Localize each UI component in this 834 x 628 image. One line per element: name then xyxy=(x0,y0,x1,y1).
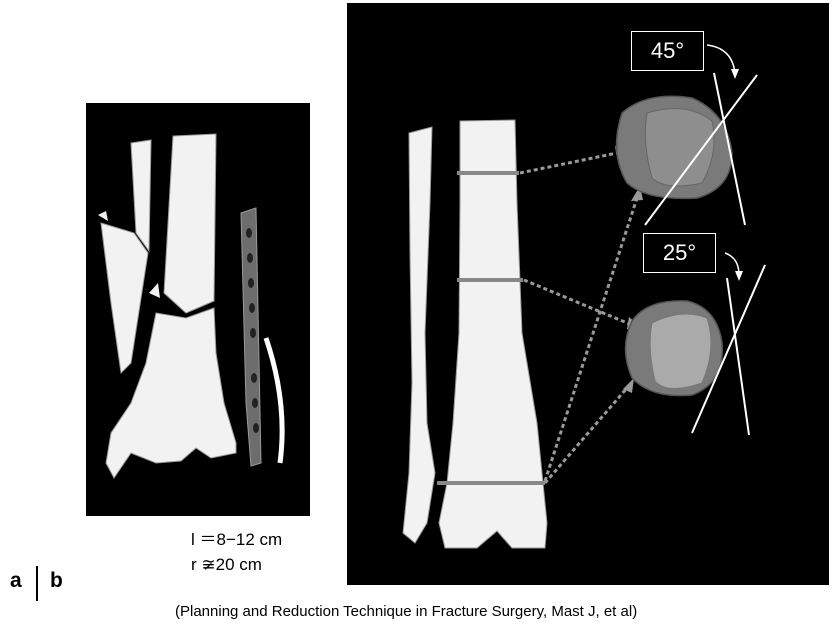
angle-label-upper: 45° xyxy=(631,31,704,71)
source-caption: (Planning and Reduction Technique in Fra… xyxy=(175,603,637,620)
proximal-fragment-main xyxy=(164,134,216,313)
panel-a-image xyxy=(86,103,310,516)
panel-b-image: 45° 25° xyxy=(347,3,829,585)
fibula xyxy=(403,127,435,543)
panel-b-illustration xyxy=(347,3,829,585)
angle-line-lower-a xyxy=(727,278,749,435)
butterfly-fragment xyxy=(101,223,148,373)
plate-bend-curve xyxy=(266,338,282,463)
bone-shard xyxy=(98,211,108,221)
bone-shard xyxy=(149,283,160,298)
panel-b-letter: b xyxy=(50,569,63,593)
angle-label-lower: 25° xyxy=(643,233,716,273)
bend-radius-label: r ≆20 cm xyxy=(191,555,262,575)
rotation-arrow-upper xyxy=(707,45,735,73)
cross-section-lower-inner xyxy=(650,314,711,389)
panel-divider xyxy=(36,566,38,601)
panel-a-illustration xyxy=(86,103,310,516)
plate-length-label: l ＝8−12 cm xyxy=(191,530,282,550)
panel-a-letter: a xyxy=(10,569,22,593)
